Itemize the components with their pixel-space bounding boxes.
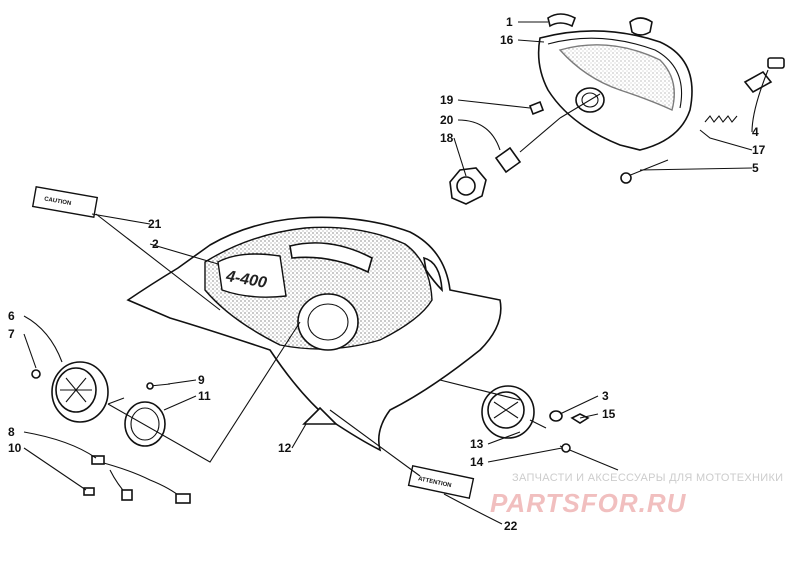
caution-decal: CAUTION bbox=[31, 185, 99, 219]
attention-decal: ATTENTION bbox=[407, 464, 475, 500]
callout-3: 3 bbox=[602, 389, 609, 403]
callout-4: 4 bbox=[752, 125, 759, 139]
callout-6: 6 bbox=[8, 309, 15, 323]
callout-20: 20 bbox=[440, 113, 454, 127]
callout-12: 12 bbox=[278, 441, 292, 455]
headlight-housing bbox=[449, 13, 785, 205]
gauge-left bbox=[31, 361, 125, 423]
callout-18: 18 bbox=[440, 131, 454, 145]
callouts: 1 16 19 20 18 4 17 5 21 2 6 7 9 11 8 10 … bbox=[8, 15, 766, 533]
callout-5: 5 bbox=[752, 161, 759, 175]
callout-7: 7 bbox=[8, 327, 15, 341]
callout-15: 15 bbox=[602, 407, 616, 421]
callout-11: 11 bbox=[198, 389, 211, 403]
callout-21: 21 bbox=[148, 217, 162, 231]
callout-13: 13 bbox=[470, 437, 484, 451]
leader-lines bbox=[23, 21, 769, 525]
callout-1: 1 bbox=[506, 15, 513, 29]
gauge-right bbox=[481, 385, 590, 439]
callout-17: 17 bbox=[752, 143, 766, 157]
callout-16: 16 bbox=[500, 33, 514, 47]
callout-14: 14 bbox=[470, 455, 484, 469]
hood-pod: 4-400 bbox=[126, 216, 502, 452]
callout-22: 22 bbox=[504, 519, 518, 533]
wiring-harness bbox=[83, 455, 191, 504]
callout-2: 2 bbox=[152, 237, 159, 251]
callout-9: 9 bbox=[198, 373, 205, 387]
watermark-top-text: ЗАПЧАСТИ И АКСЕССУАРЫ ДЛЯ МОТОТЕХНИКИ bbox=[512, 472, 783, 484]
triangle-decal bbox=[302, 406, 338, 425]
callout-8: 8 bbox=[8, 425, 15, 439]
callout-10: 10 bbox=[8, 441, 22, 455]
watermark-brand-text: PARTSFOR.RU bbox=[490, 488, 687, 518]
caution-text: CAUTION bbox=[44, 196, 72, 207]
watermark: ЗАПЧАСТИ И АКСЕССУАРЫ ДЛЯ МОТОТЕХНИКИ PA… bbox=[490, 472, 783, 518]
callout-19: 19 bbox=[440, 93, 454, 107]
